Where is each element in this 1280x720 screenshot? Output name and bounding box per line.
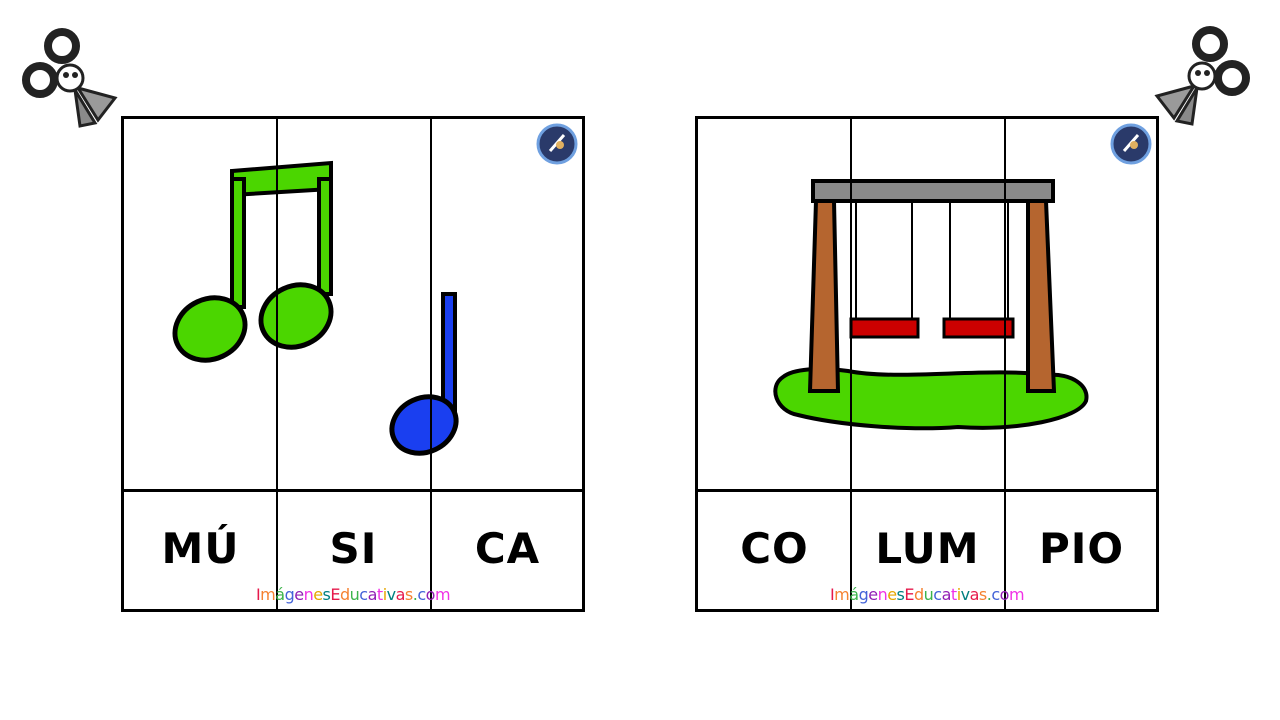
watermark: ImágenesEducativas.com — [255, 585, 451, 604]
syllable-2: SI — [329, 524, 378, 573]
syllable-1: MÚ — [161, 524, 240, 573]
syllable-1: CO — [740, 524, 809, 573]
puzzle-card-musica: MÚ SI CA ImágenesEducativas.com — [121, 116, 585, 612]
music-notes-icon — [172, 160, 459, 456]
scissors-icon — [1154, 26, 1250, 126]
logo-badge-icon — [1110, 123, 1152, 165]
puzzle-card-columpio: CO LUM PIO ImágenesEducativas.com — [695, 116, 1159, 612]
watermark: ImágenesEducativas.com — [829, 585, 1025, 604]
syllable-3: PIO — [1038, 524, 1125, 573]
logo-badge-icon — [536, 123, 578, 165]
swing-set-icon — [773, 179, 1089, 431]
scissors-icon — [22, 28, 118, 128]
syllable-3: CA — [474, 524, 541, 573]
syllable-2: LUM — [875, 524, 980, 573]
